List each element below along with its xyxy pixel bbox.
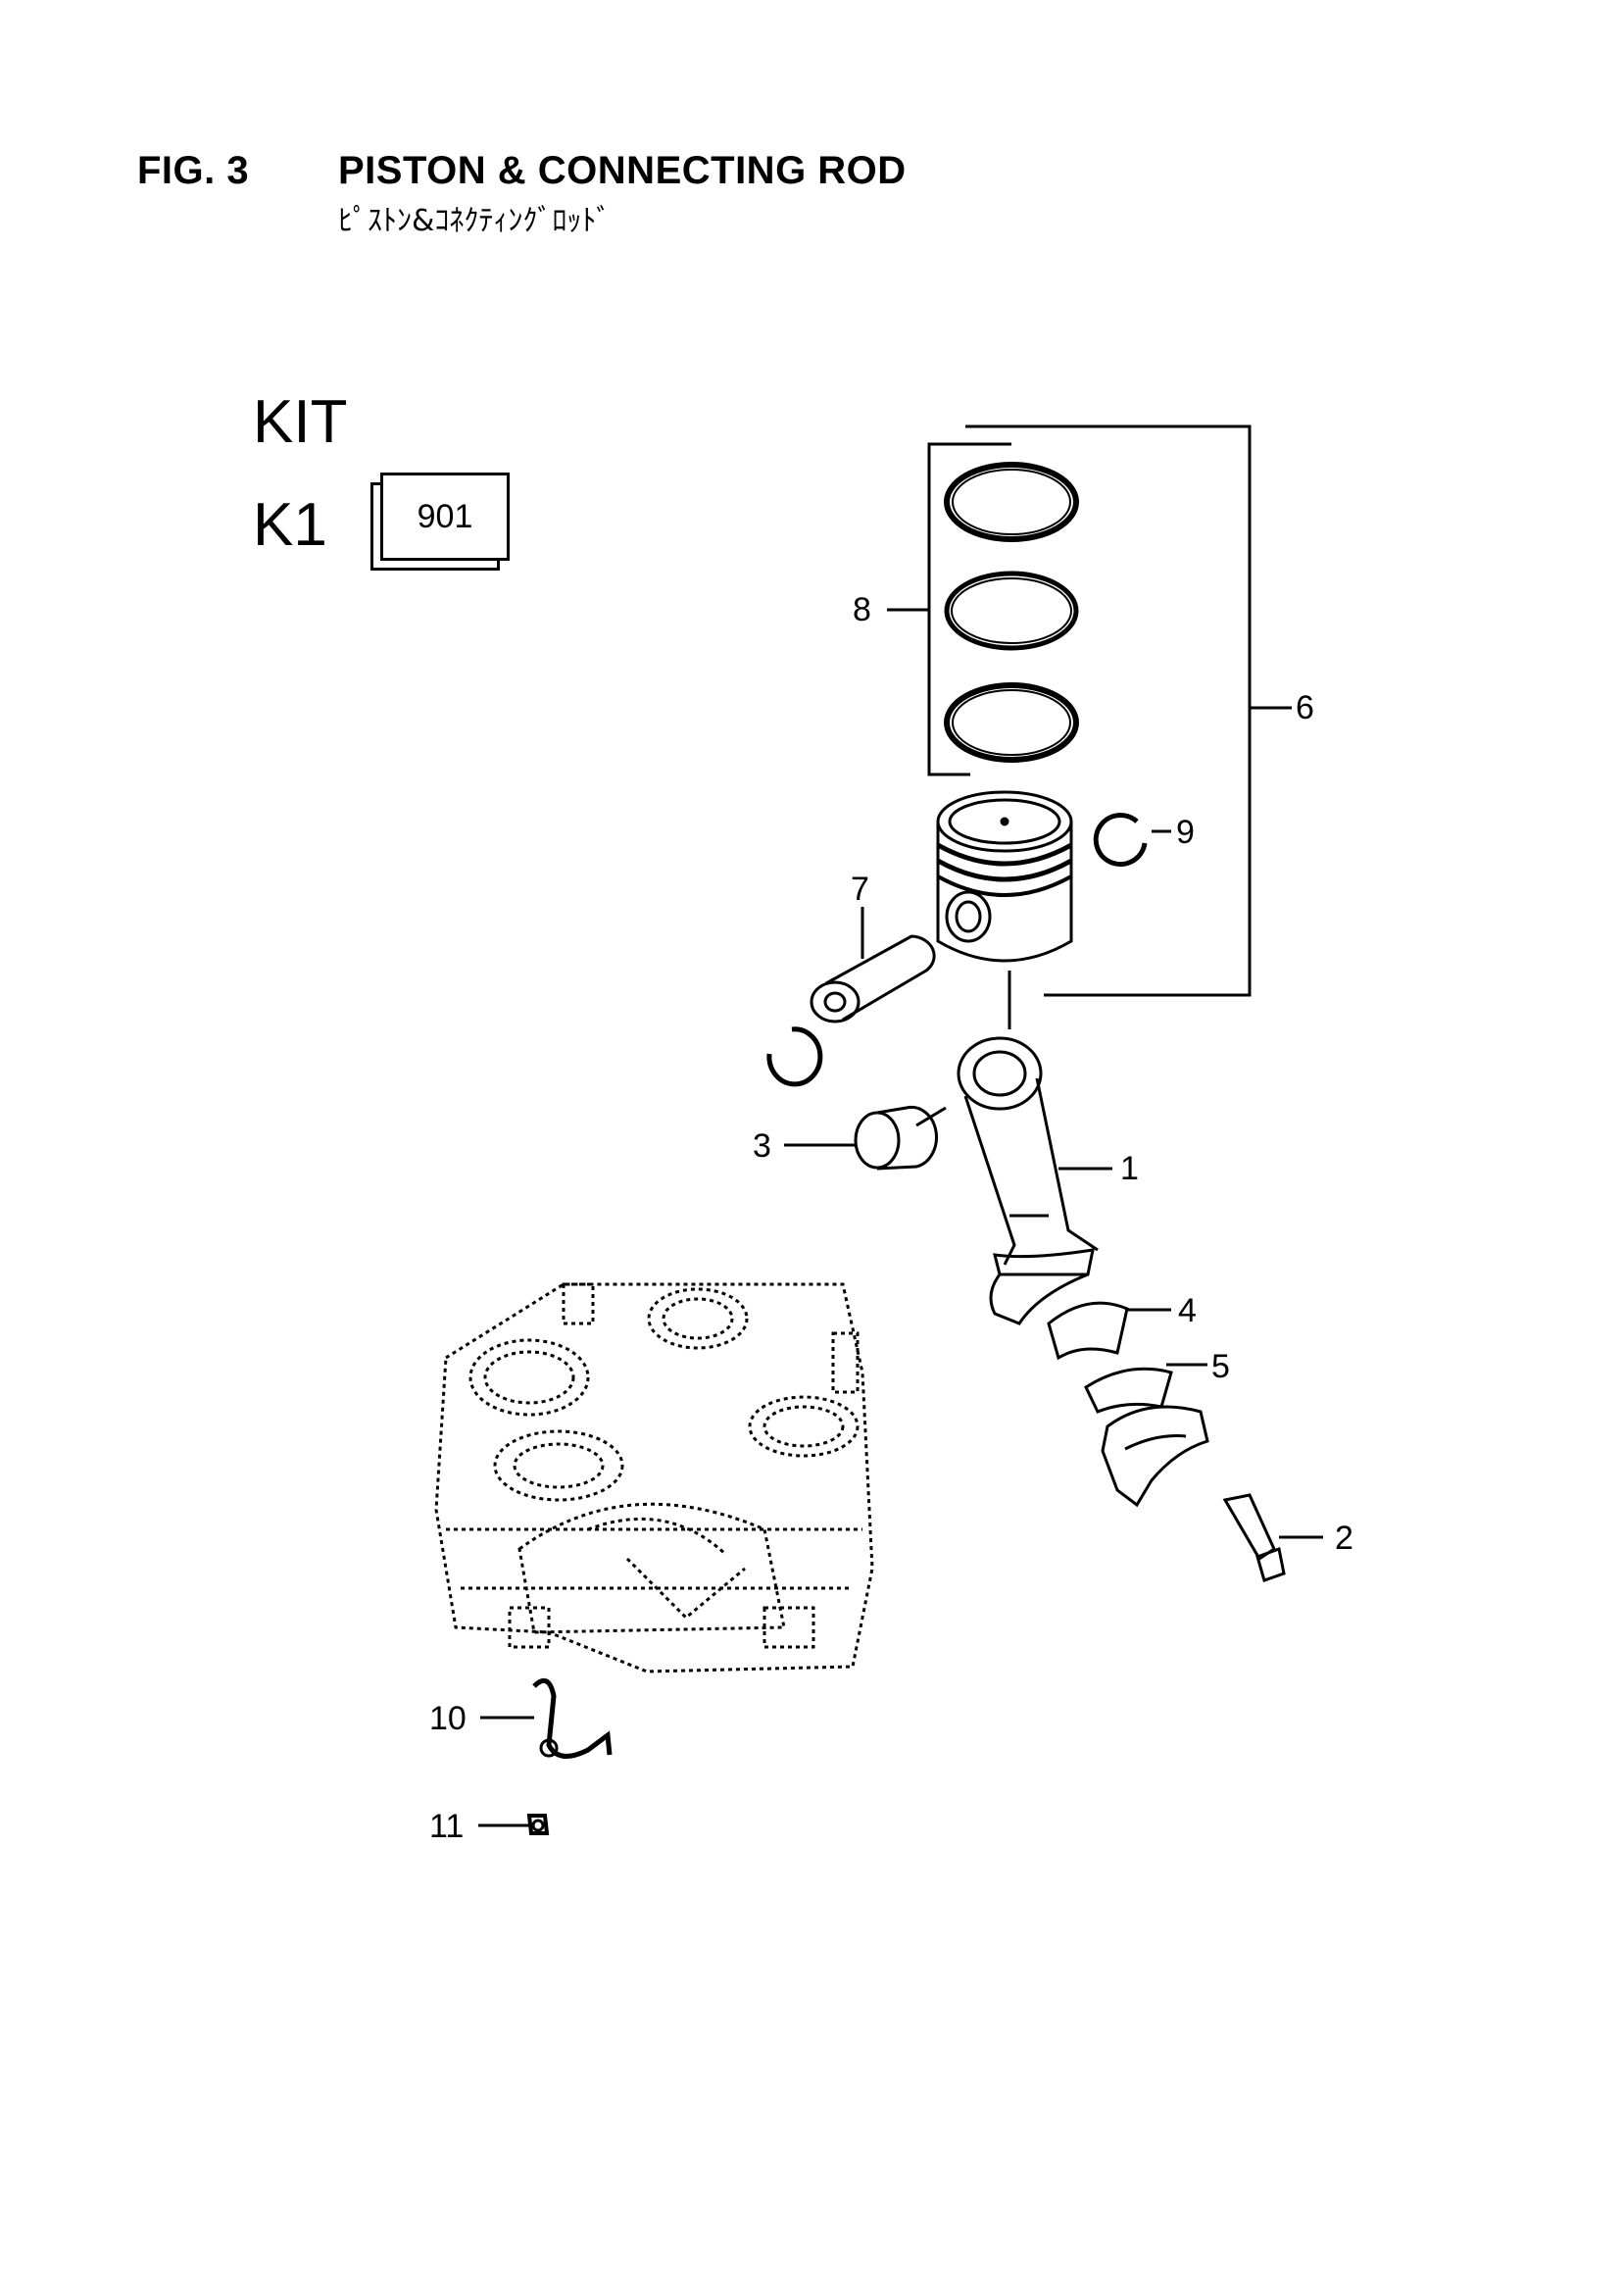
- callout-9[interactable]: 9: [1176, 814, 1195, 851]
- snap-ring-left: [766, 1026, 823, 1087]
- callout-1[interactable]: 1: [1120, 1150, 1139, 1187]
- piston-pin: [810, 907, 936, 1023]
- oil-jet-bolt: [478, 1814, 550, 1835]
- piston-ring-oil: [944, 682, 1079, 763]
- callout-5[interactable]: 5: [1211, 1348, 1230, 1385]
- callout-11[interactable]: 11: [429, 1808, 464, 1845]
- small-end-bush: [784, 1105, 938, 1171]
- snap-ring-right: [1093, 813, 1171, 868]
- bearing-upper: [1047, 1301, 1171, 1361]
- callout-7[interactable]: 7: [851, 871, 869, 908]
- kit-code: K1: [253, 491, 327, 559]
- callout-4[interactable]: 4: [1178, 1292, 1197, 1329]
- callout-3[interactable]: 3: [753, 1127, 771, 1165]
- connecting-rod-cap: [1101, 1405, 1209, 1508]
- bearing-lower: [1084, 1363, 1207, 1414]
- cylinder-block: [434, 1282, 874, 1673]
- figure-number: FIG. 3: [137, 149, 250, 192]
- kit-part-number-box[interactable]: 901: [380, 473, 510, 561]
- callout-8[interactable]: 8: [853, 591, 871, 628]
- bracket-8: [887, 442, 1011, 776]
- callout-6[interactable]: 6: [1296, 689, 1314, 726]
- connecting-rod-bolt: [1222, 1493, 1323, 1582]
- piston-ring-middle: [944, 571, 1079, 651]
- oil-jet-nozzle: [480, 1677, 613, 1759]
- bracket-6: [965, 424, 1292, 997]
- callout-10[interactable]: 10: [429, 1700, 467, 1737]
- piston: [936, 790, 1073, 1029]
- kit-heading: KIT: [253, 388, 348, 456]
- figure-subtitle: ﾋﾟｽﾄﾝ&ｺﾈｸﾃｨﾝｸﾞﾛｯﾄﾞ: [338, 204, 612, 238]
- connecting-rod: [915, 1036, 1112, 1325]
- callout-2[interactable]: 2: [1335, 1520, 1353, 1557]
- figure-title: PISTON & CONNECTING ROD: [338, 149, 907, 192]
- piston-ring-top: [944, 462, 1079, 542]
